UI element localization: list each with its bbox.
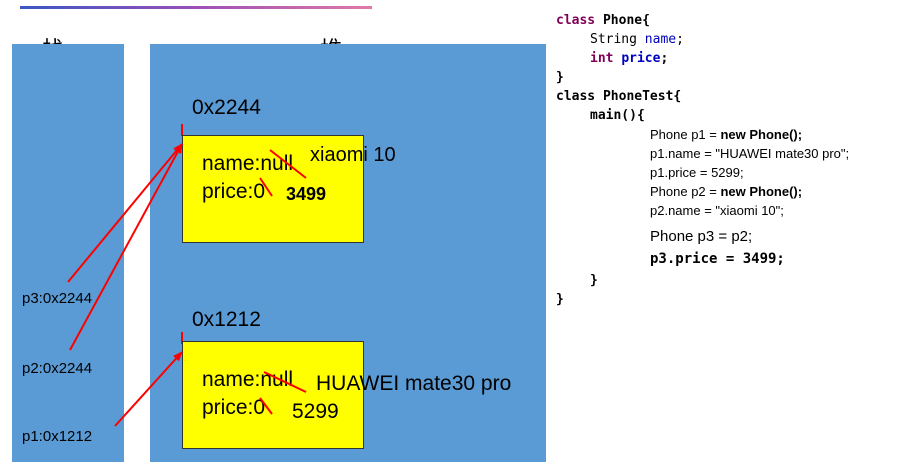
price-field: price:0 <box>202 396 266 419</box>
stack-panel: p3:0x2244 p2:0x2244 p1:0x1212 <box>12 44 124 462</box>
arrow-p1 <box>114 351 183 427</box>
phone-object-box <box>182 341 364 449</box>
code-line: class PhoneTest{ <box>556 89 682 104</box>
strike-price-1 <box>259 177 273 197</box>
code-line: } <box>590 273 598 288</box>
name-field: name:null <box>202 152 294 175</box>
new-price-value: 5299 <box>292 400 339 423</box>
stack-var-p2: p2:0x2244 <box>22 360 93 377</box>
stack-var-p1: p1:0x1212 <box>22 428 93 445</box>
new-name-value: xiaomi 10 <box>310 144 396 166</box>
strike-name-2 <box>263 371 307 393</box>
code-line: } <box>556 70 564 85</box>
code-line: Phone p2 = new Phone(); <box>650 184 803 199</box>
arrow-p3 <box>67 143 183 283</box>
price-field: price:0 <box>202 180 266 203</box>
new-name-value: HUAWEI mate30 pro <box>316 372 512 395</box>
title-underline <box>20 6 372 9</box>
object-address: 0x1212 <box>192 308 261 331</box>
name-field: name:null <box>202 368 294 391</box>
code-line: String name; <box>590 32 684 47</box>
new-price-value: 3499 <box>286 184 327 204</box>
code-line: p3.price = 3499; <box>650 251 785 267</box>
strike-name-1 <box>269 149 307 179</box>
code-line: p1.price = 5299; <box>650 165 744 180</box>
code-line: Phone p3 = p2; <box>650 228 753 245</box>
code-line: int price; <box>590 51 669 66</box>
code-line: p2.name = "xiaomi 10"; <box>650 203 784 218</box>
stack-var-p3: p3:0x2244 <box>22 290 93 307</box>
code-line: main(){ <box>590 108 645 123</box>
arrow-p2 <box>69 143 183 351</box>
address-marker <box>181 332 183 344</box>
code-line: } <box>556 292 564 307</box>
code-line: Phone p1 = new Phone(); <box>650 127 803 142</box>
object-address: 0x2244 <box>192 96 261 119</box>
address-marker <box>181 124 183 136</box>
code-line: class Phone{ <box>556 13 650 28</box>
strike-price-2 <box>259 397 273 415</box>
code-line: p1.name = "HUAWEI mate30 pro"; <box>650 146 850 161</box>
